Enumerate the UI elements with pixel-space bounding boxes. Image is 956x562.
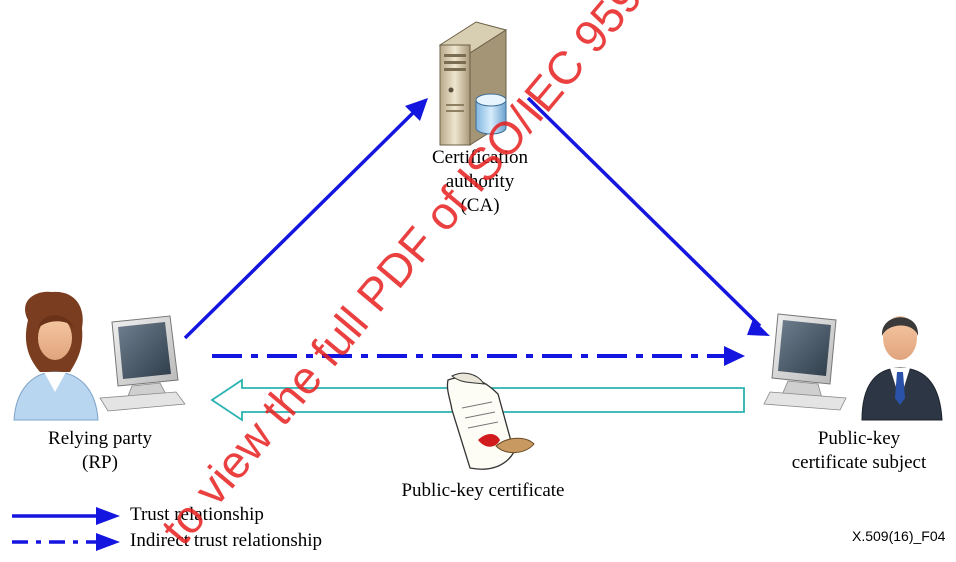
legend-indirect-arrow	[12, 533, 120, 551]
subject-label-line2: certificate subject	[791, 452, 927, 473]
legend-trust-arrow	[12, 507, 120, 525]
rp-label-line2: (RP)	[82, 452, 118, 473]
woman-at-computer-icon	[13, 291, 186, 421]
ca-label-line3: (CA)	[460, 195, 500, 216]
scroll-certificate-icon	[446, 372, 535, 470]
certificate-label: Public-key certificate	[401, 480, 565, 501]
ca-label-line2: authority	[445, 171, 515, 192]
legend-symbols	[12, 507, 120, 551]
man-at-computer-icon	[763, 313, 943, 421]
subject-label: Public-key certificate subject	[762, 427, 956, 475]
rp-label-line1: Relying party	[48, 428, 152, 449]
indirect-trust-arrow	[212, 346, 745, 366]
rp-label: Relying party (RP)	[0, 427, 200, 475]
ca-label-line1: Certification	[431, 147, 529, 168]
trust-arrow-ca-to-subject	[526, 96, 770, 336]
server-database-icon	[438, 21, 508, 146]
ca-label: Certification authority (CA)	[380, 146, 580, 218]
legend-trust-label: Trust relationship	[130, 504, 264, 525]
legend-indirect-label: Indirect trust relationship	[130, 530, 323, 551]
trust-arrow-rp-to-ca	[183, 98, 428, 340]
subject-label-line1: Public-key	[817, 428, 901, 449]
figure-id: X.509(16)_F04	[852, 528, 946, 544]
